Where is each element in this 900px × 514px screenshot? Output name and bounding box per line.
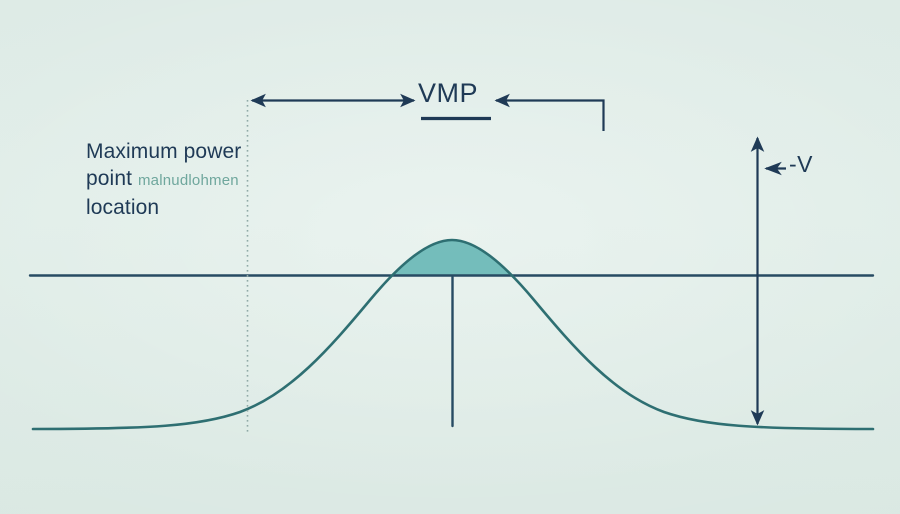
mpp-label-line2: point: [86, 167, 133, 190]
mpp-label-line1: Maximum power: [86, 140, 242, 163]
power-curve-path: [31, 238, 875, 431]
maximum-power-point-label: Maximum power point malnudlohmen locatio…: [86, 138, 286, 221]
mpp-label-line3: location: [86, 196, 160, 219]
mpp-label-noise-text: malnudlohmen: [137, 172, 239, 189]
voltage-label: -V: [789, 151, 813, 177]
power-area-fill: [330, 240, 530, 276]
vmp-leader-arrow: [494, 93, 605, 131]
vmp-label: VMP: [418, 78, 479, 108]
